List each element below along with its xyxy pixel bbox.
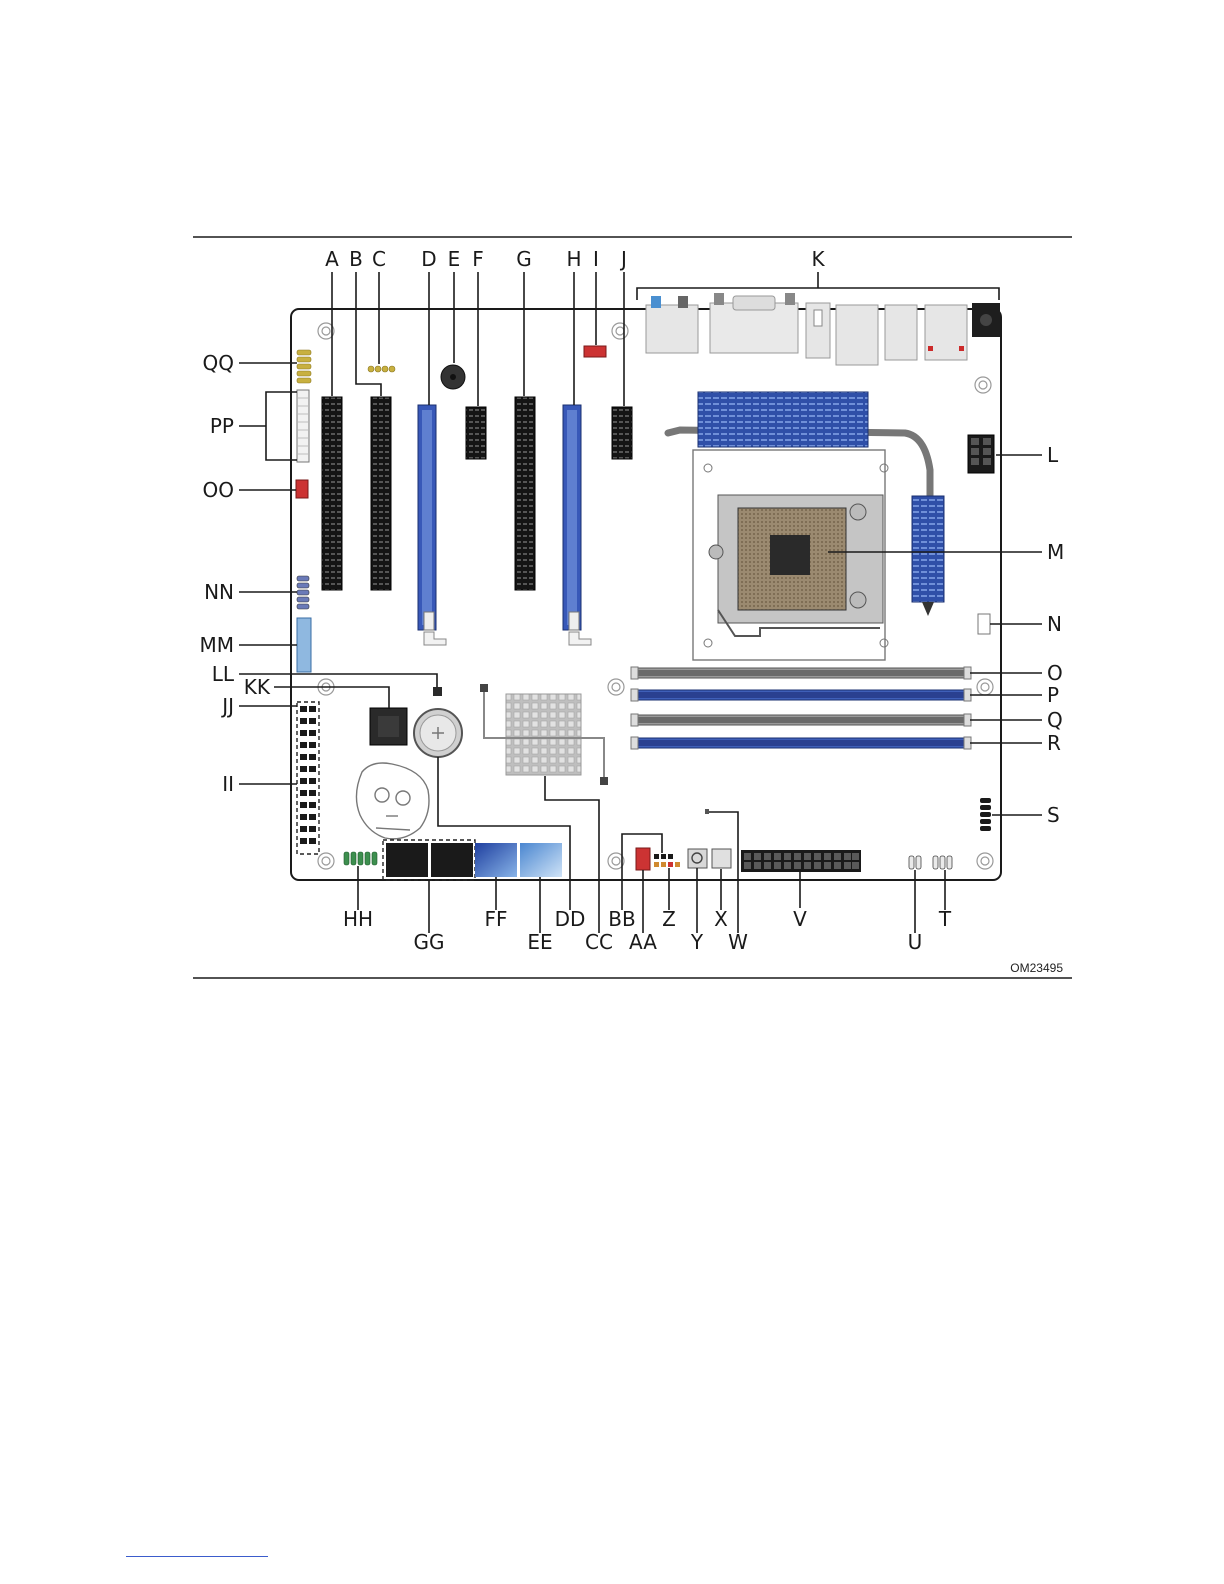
- callout-s: S: [1047, 803, 1060, 827]
- chipset-heatsink-cc: [506, 694, 581, 775]
- callout-n: N: [1047, 612, 1062, 636]
- header-hh: [344, 852, 377, 865]
- dimm-slot-p: [631, 689, 971, 701]
- callout-jj: JJ: [220, 694, 234, 718]
- slot-j: [612, 407, 632, 459]
- callout-c: C: [372, 247, 386, 271]
- callout-ee: EE: [527, 930, 552, 954]
- callout-v: V: [793, 907, 807, 931]
- header-qq: [297, 350, 311, 383]
- chip-kk-marking: [378, 716, 399, 737]
- chip-ll: [433, 687, 442, 696]
- slot-g: [515, 397, 535, 590]
- callout-nn: NN: [204, 580, 234, 604]
- atx-power-v: [741, 850, 861, 872]
- callout-hh: HH: [343, 907, 373, 931]
- slot-b: [371, 397, 391, 590]
- callout-gg: GG: [414, 930, 445, 954]
- callout-f: F: [472, 247, 484, 271]
- dimm-slot-r: [631, 737, 971, 749]
- callout-ff: FF: [484, 907, 507, 931]
- header-nn: [297, 576, 309, 609]
- callout-h: H: [566, 247, 581, 271]
- callout-y: Y: [690, 930, 704, 954]
- callout-oo: OO: [203, 478, 234, 502]
- callout-i: I: [593, 247, 599, 271]
- callout-o: O: [1047, 661, 1063, 685]
- callout-j: J: [619, 247, 627, 271]
- callout-x: X: [714, 907, 728, 931]
- dimm-slot-q: [631, 714, 971, 726]
- callout-dd: DD: [555, 907, 586, 931]
- callout-bb: BB: [608, 907, 635, 931]
- callout-mm: MM: [199, 633, 234, 657]
- connector-n: [978, 614, 990, 634]
- connector-i: [584, 346, 606, 357]
- callout-pp: PP: [210, 414, 234, 438]
- callout-u: U: [908, 930, 923, 954]
- callout-ii: II: [222, 772, 234, 796]
- led-w: [705, 809, 709, 814]
- connector-gg-2: [431, 843, 473, 877]
- callout-r: R: [1047, 731, 1061, 755]
- callout-d: D: [421, 247, 436, 271]
- callout-k: K: [811, 247, 825, 271]
- callout-g: G: [516, 247, 532, 271]
- callout-aa: AA: [629, 930, 657, 954]
- connector-aa: [636, 848, 650, 870]
- callout-m: M: [1047, 540, 1064, 564]
- callout-ll: LL: [212, 662, 235, 686]
- callout-cc: CC: [585, 930, 613, 954]
- callout-kk: KK: [244, 675, 271, 699]
- callout-p: P: [1047, 683, 1059, 707]
- header-t: [933, 856, 952, 869]
- callout-qq: QQ: [203, 351, 234, 375]
- callout-z: Z: [662, 907, 676, 931]
- callout-e: E: [448, 247, 461, 271]
- speaker-e-center: [450, 374, 456, 380]
- connector-ff: [475, 843, 517, 877]
- callout-a: A: [325, 247, 339, 271]
- reset-button-x: [712, 849, 731, 868]
- heatsink-clip-2: [600, 777, 608, 785]
- power-button-y: [688, 849, 707, 868]
- cpu-socket-m: [693, 450, 888, 660]
- dimm-slot-o: [631, 667, 971, 679]
- slot-a: [322, 397, 342, 590]
- heatsink-clip-1: [480, 684, 488, 692]
- connector-gg-1: [386, 843, 428, 877]
- connector-mm: [297, 618, 311, 672]
- figure-id: OM23495: [1010, 961, 1063, 975]
- callout-w: W: [728, 930, 748, 954]
- connector-oo: [296, 480, 308, 498]
- connector-ee: [520, 843, 562, 877]
- slot-f: [466, 407, 486, 459]
- callout-q: Q: [1047, 708, 1063, 732]
- footnote-rule: [126, 1556, 268, 1557]
- callout-b: B: [349, 247, 363, 271]
- callout-l: L: [1047, 443, 1059, 467]
- header-s: [980, 798, 991, 831]
- connector-l: [968, 435, 994, 473]
- callout-t: T: [938, 907, 952, 931]
- connector-pp: [297, 390, 309, 462]
- battery-dd: [414, 709, 462, 757]
